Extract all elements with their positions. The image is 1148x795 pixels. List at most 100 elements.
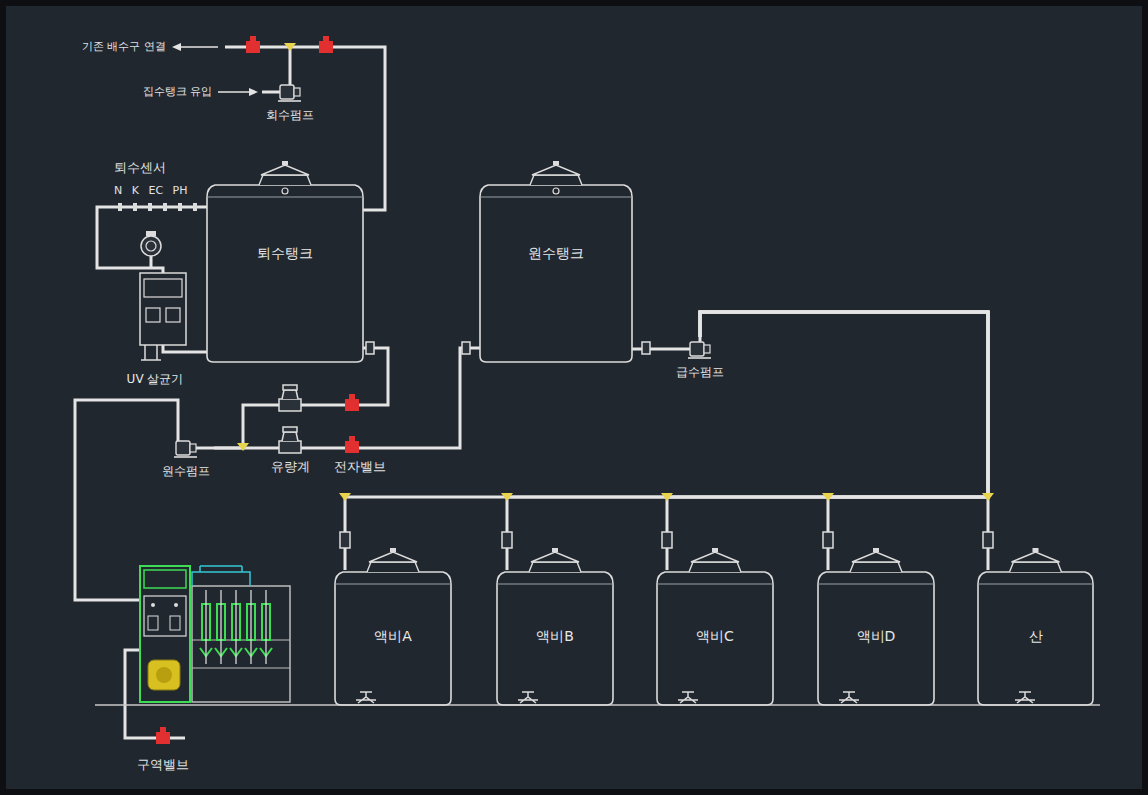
part-label: 유량계 — [269, 459, 312, 475]
pipe — [214, 348, 388, 448]
drawing-stroke — [823, 532, 833, 548]
tank-name: 액비D — [857, 628, 896, 645]
inflow-arrow — [218, 88, 258, 96]
tank-knob — [390, 548, 396, 552]
pump-motor — [690, 342, 704, 356]
drawing-stroke — [237, 443, 249, 451]
tank-band — [657, 584, 773, 585]
tank-cap — [852, 552, 900, 562]
tank-band — [818, 584, 934, 585]
part-label: 집수탱크 유입 — [141, 85, 215, 98]
pipe — [97, 207, 207, 268]
tank: 액비D — [818, 570, 934, 705]
pump-symbol — [672, 337, 728, 361]
tank-lid — [530, 175, 582, 185]
drawing-stroke — [518, 692, 538, 703]
drawing-stroke — [206, 590, 266, 664]
tank-body — [978, 572, 1093, 705]
tank: 액비B — [497, 570, 613, 705]
drawing-stroke — [282, 390, 298, 399]
tank-knob — [712, 548, 718, 552]
drawing-stroke — [249, 88, 258, 96]
tank-body — [207, 185, 363, 362]
drawing-stroke — [148, 203, 152, 211]
pump-base — [174, 456, 197, 458]
tank-knob — [1033, 548, 1039, 552]
pump-head — [704, 345, 710, 353]
tank-hatch — [282, 188, 288, 194]
tank-band — [335, 584, 451, 585]
pipe — [195, 351, 207, 354]
tank-body — [480, 185, 632, 362]
tank-knob — [282, 161, 288, 165]
pipe-stub — [196, 447, 214, 450]
part-label: 기존 배수구 연결 — [80, 40, 168, 53]
pipe — [632, 348, 672, 351]
drawing-stroke — [218, 91, 250, 93]
tank-cap — [531, 552, 579, 562]
part-label: 구역밸브 — [135, 757, 191, 773]
sensor-head — [141, 236, 161, 256]
pump-base — [688, 357, 711, 359]
drawing-stroke — [246, 41, 260, 53]
tank-cap — [532, 165, 580, 175]
tank: 액비A — [335, 570, 451, 705]
drawing-stroke — [349, 436, 355, 441]
drawing-stroke — [345, 436, 359, 453]
pump-motor — [176, 441, 190, 455]
pump: 회수펌프 — [262, 80, 318, 122]
tank-body — [818, 572, 934, 705]
tank-name: 원수탱크 — [528, 245, 584, 262]
pipe — [700, 312, 988, 570]
pipe — [700, 312, 988, 570]
drawing-stroke — [678, 692, 698, 703]
drawing-stroke — [148, 660, 180, 690]
tank-name: 액비B — [536, 628, 574, 645]
uv-sterilizer: UV 살균기 — [115, 228, 195, 386]
tank-name: 퇴수탱크 — [257, 245, 313, 262]
pipe — [667, 312, 988, 570]
uv-panel — [144, 279, 182, 297]
uv-lamp — [146, 308, 160, 322]
drawing-stroke — [282, 432, 298, 441]
drawing-stroke — [160, 727, 166, 732]
tank-lid — [367, 562, 419, 572]
drawing-stroke — [319, 41, 333, 53]
drawing-stroke — [144, 596, 186, 636]
drawing-stroke — [822, 493, 834, 501]
pipe-stub — [289, 80, 292, 85]
tank-lid — [1010, 562, 1062, 572]
tank-lid — [529, 562, 581, 572]
drawing-stroke — [283, 427, 297, 432]
drawing-stroke — [192, 586, 290, 702]
drawing-stroke — [279, 427, 301, 453]
tank: 액비C — [657, 570, 773, 705]
sensor-top — [146, 231, 156, 236]
drawing-stroke — [502, 532, 512, 548]
tank-knob — [552, 548, 558, 552]
drawing-stroke — [156, 667, 172, 683]
flowmeters — [279, 385, 301, 453]
drawing-stroke — [366, 342, 374, 354]
pump-head — [190, 444, 196, 452]
equipment-name: UV 살균기 — [127, 372, 184, 386]
uv-lamp — [166, 308, 180, 322]
drawing-stroke — [284, 43, 296, 51]
drawing-stroke — [180, 46, 218, 48]
tank-band — [978, 584, 1093, 585]
drawing-stroke — [839, 692, 859, 703]
drawing-stroke — [279, 441, 301, 453]
pipe — [214, 348, 480, 448]
tank-body — [497, 572, 613, 705]
drawing-stroke — [174, 603, 178, 607]
drawing-stroke — [192, 566, 250, 586]
pump-symbol — [262, 80, 318, 104]
pipe-stub — [177, 436, 180, 441]
tank-cap — [261, 165, 309, 175]
pipe-stub — [262, 91, 280, 94]
pump-head — [294, 88, 300, 96]
drawing-stroke — [983, 532, 993, 548]
